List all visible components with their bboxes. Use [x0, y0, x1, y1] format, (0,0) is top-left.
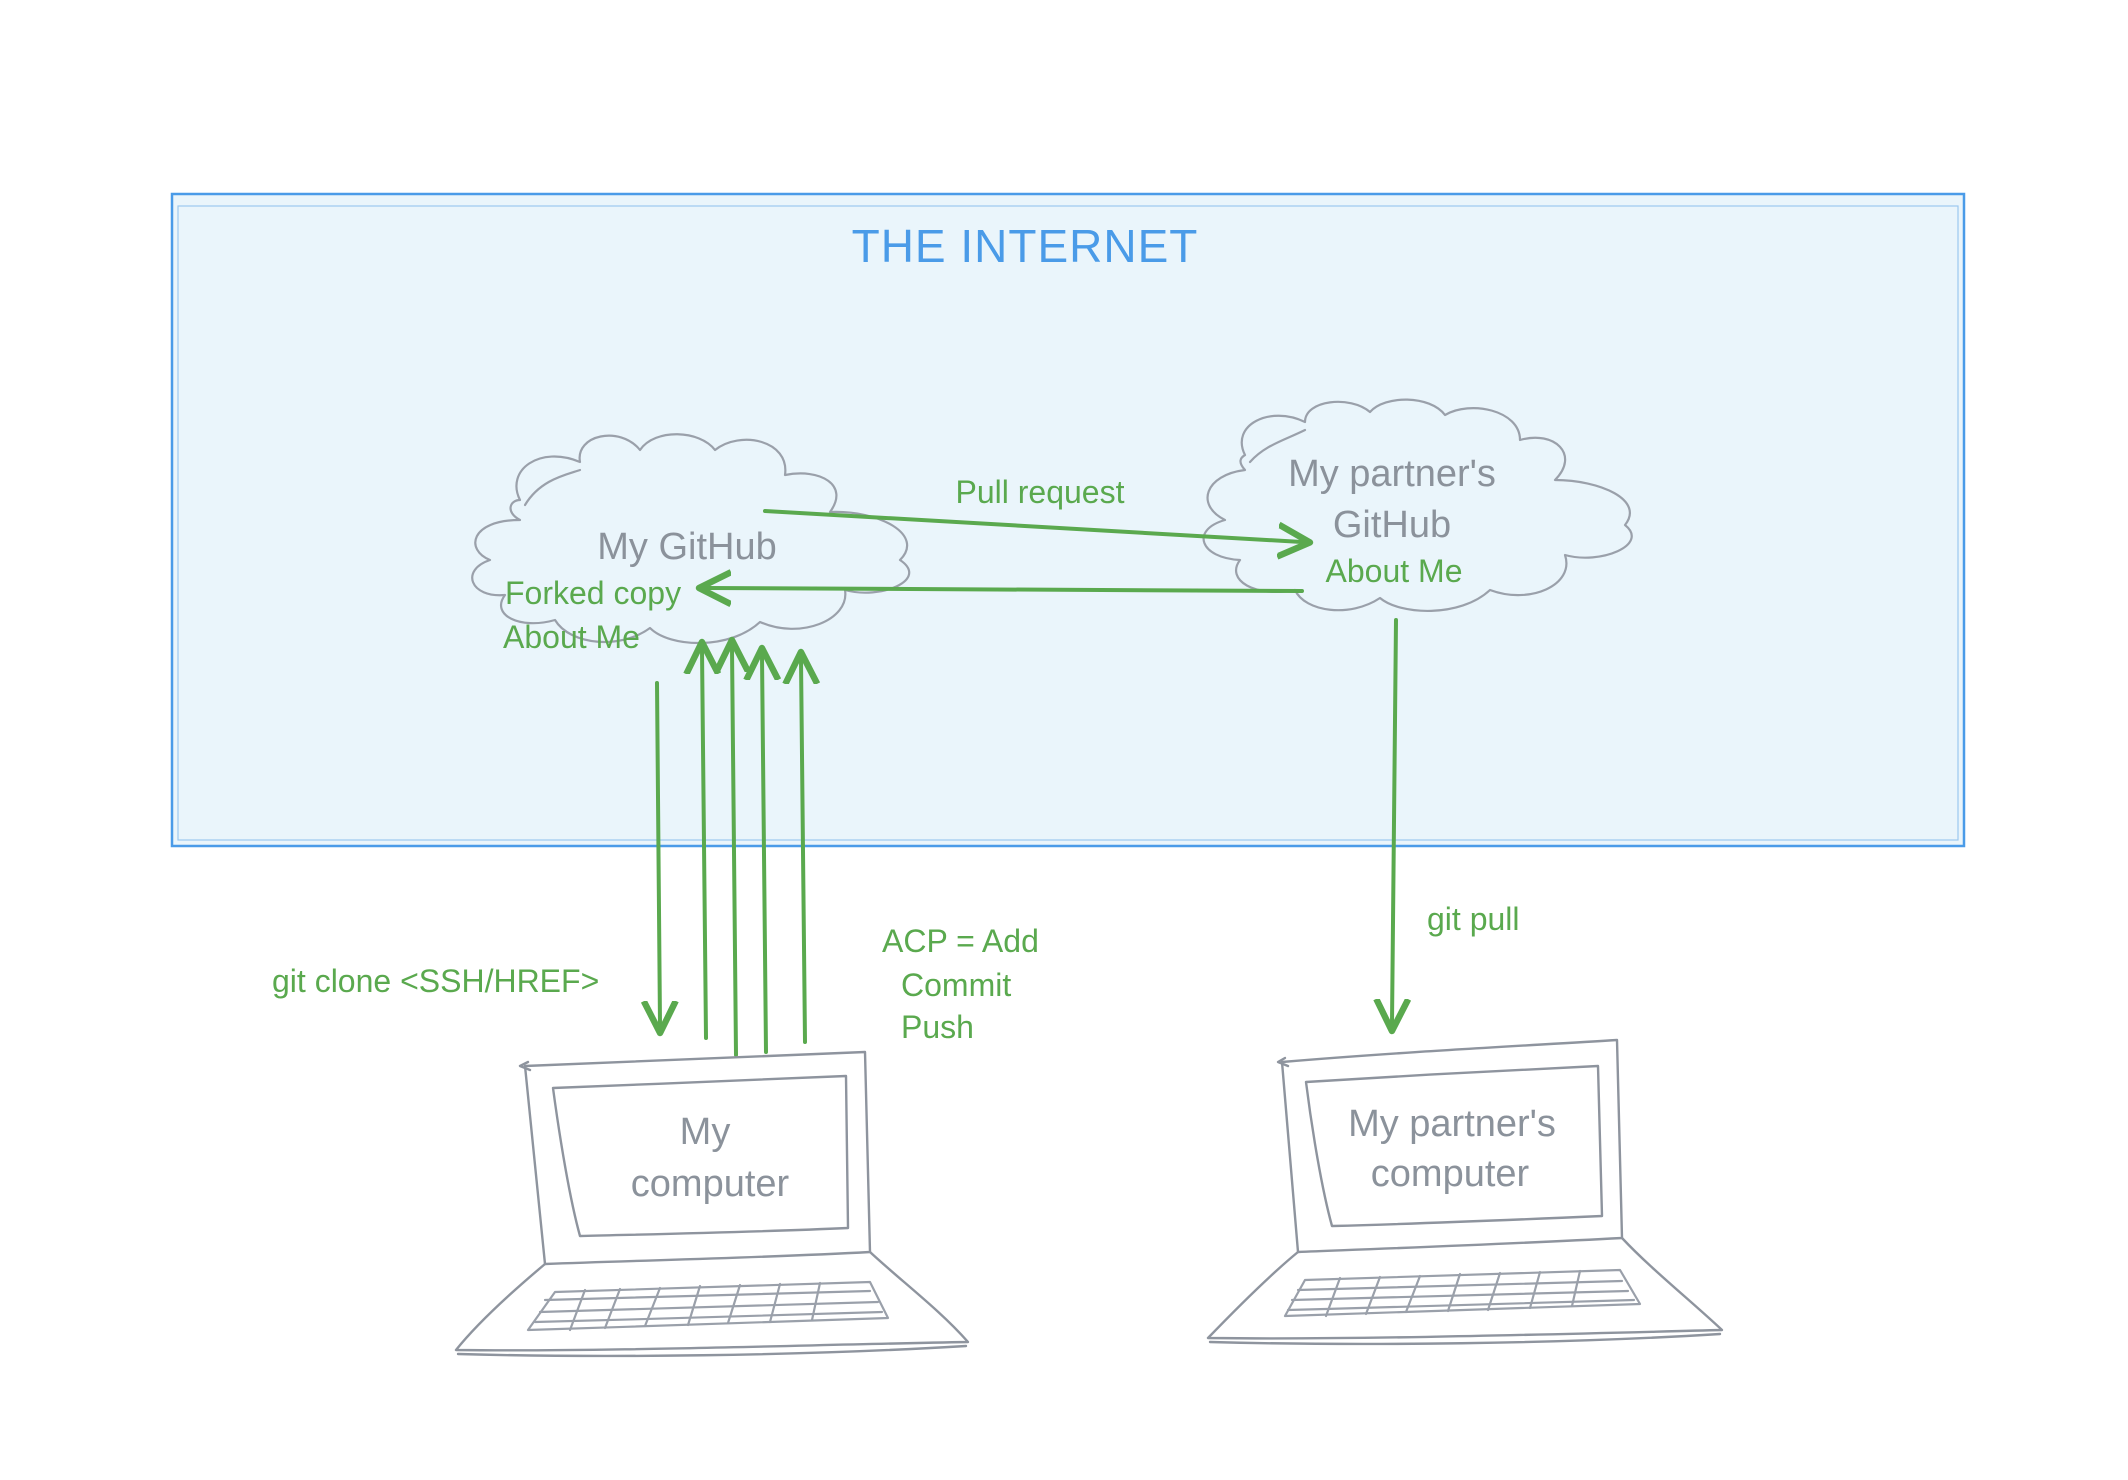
my-github-cloud: My GitHub Forked copy About Me: [471, 433, 911, 655]
add-arrow: [702, 650, 706, 1040]
partner-computer-line2: computer: [1371, 1153, 1530, 1195]
my-computer-laptop: My computer: [454, 1050, 970, 1358]
acp-label-line1: ACP = Add: [882, 923, 1039, 959]
git-pull-edge: git pull: [1392, 618, 1520, 1023]
git-clone-label: git clone <SSH/HREF>: [272, 963, 599, 999]
partner-computer-line1: My partner's: [1348, 1103, 1556, 1145]
internet-region: THE INTERNET: [170, 192, 1966, 848]
partner-github-line2: GitHub: [1333, 504, 1451, 546]
git-clone-arrow: [657, 681, 660, 1025]
pull-request-edge: Pull request: [763, 474, 1302, 542]
acp-label-line2: Commit: [901, 967, 1011, 1003]
partner-github-cloud: My partner's GitHub About Me: [1202, 398, 1633, 612]
push-arrow-2: [801, 660, 805, 1044]
internet-title: THE INTERNET: [852, 220, 1199, 272]
partner-computer-laptop: My partner's computer: [1206, 1038, 1724, 1346]
sync-back-arrow: [707, 588, 1304, 591]
about-me-label-partner: About Me: [1326, 553, 1463, 589]
my-computer-line2: computer: [631, 1163, 790, 1205]
my-computer-line1: My: [680, 1111, 731, 1153]
clone-push-edges: git clone <SSH/HREF> ACP = Add Commit Pu…: [272, 648, 1039, 1057]
acp-label-line3: Push: [901, 1009, 974, 1045]
git-pull-arrow: [1392, 618, 1396, 1023]
about-me-label-mine: About Me: [503, 619, 640, 655]
my-github-label: My GitHub: [597, 526, 776, 568]
forked-copy-label: Forked copy: [505, 575, 681, 611]
partner-github-line1: My partner's: [1288, 453, 1496, 495]
pull-request-label: Pull request: [956, 474, 1125, 510]
git-pull-label: git pull: [1427, 901, 1520, 937]
commit-arrow: [732, 648, 736, 1057]
push-arrow: [762, 656, 766, 1054]
pull-request-arrow: [763, 509, 1302, 542]
